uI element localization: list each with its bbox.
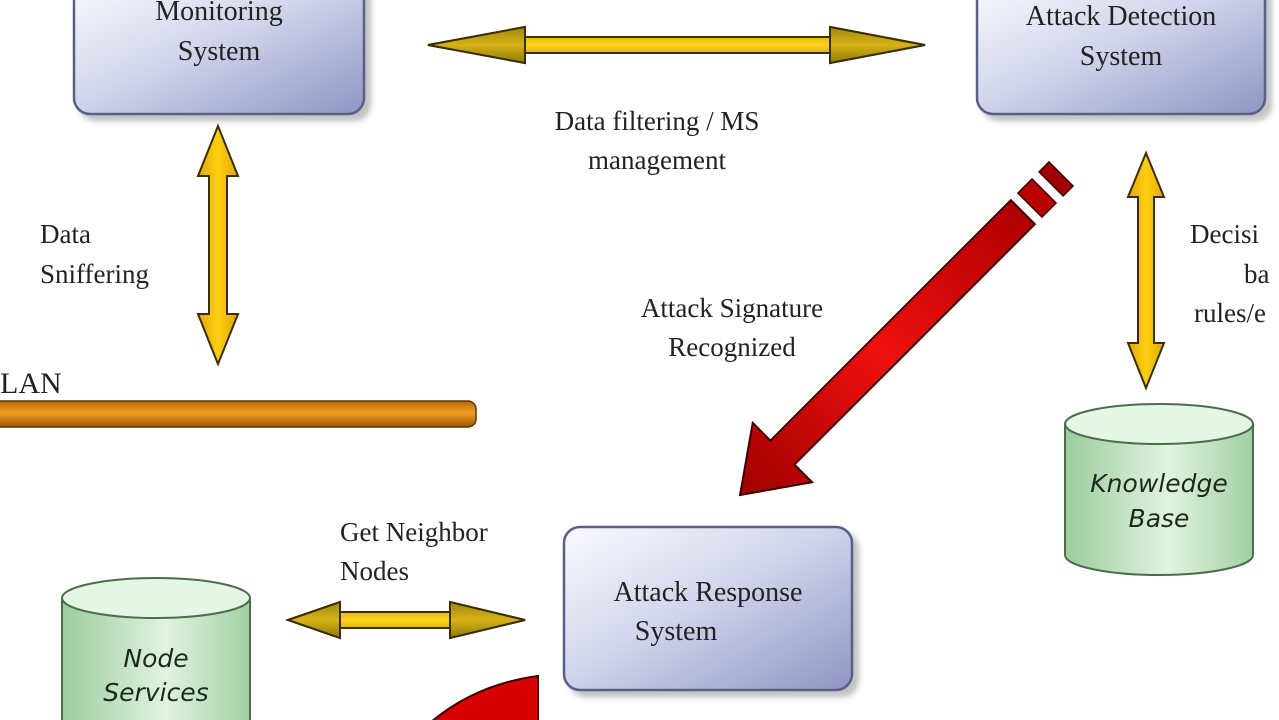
lan-label: LAN (0, 367, 62, 400)
data-filtering-label-1: Data filtering / MS (555, 106, 760, 136)
node-services-label-1: Node (123, 644, 188, 673)
attack-detection-system-label-1: Attack Detection (1026, 1, 1216, 32)
attack-response-system-label-1: Attack Response (614, 577, 803, 608)
data-sniffering-label-2: Sniffering (40, 259, 149, 289)
get-neighbor-label-1: Get Neighbor (340, 517, 488, 547)
monitoring-system-label-2: System (178, 36, 261, 67)
node-services-label-2: Services (103, 678, 208, 707)
knowledge-base-node[interactable]: Knowledge Base (1064, 403, 1254, 576)
monitoring-detection-arrow (427, 25, 926, 65)
attack-response-system-node[interactable]: Attack Response System (562, 525, 854, 692)
monitoring-system-label-1: Monitoring (155, 0, 283, 27)
data-filtering-label-2: management (588, 145, 726, 175)
knowledge-base-label-2: Base (1129, 504, 1190, 533)
get-neighbor-label-2: Nodes (340, 556, 409, 586)
lan-bus (0, 400, 477, 428)
response-action-arrow (431, 674, 539, 720)
data-sniffering-label-1: Data (40, 219, 91, 249)
attack-detection-system-node[interactable]: Attack Detection System (975, 0, 1267, 116)
knowledge-base-label-1: Knowledge (1090, 469, 1227, 498)
response-nodeservices-arrow (284, 600, 526, 640)
attack-signature-label-2: Recognized (668, 332, 796, 362)
attack-detection-system-label-2: System (1080, 41, 1163, 72)
attack-signature-label-1: Attack Signature (641, 293, 823, 323)
monitoring-lan-arrow (196, 123, 240, 367)
node-services-node[interactable]: Node Services (61, 577, 251, 720)
attack-response-system-label-2: System (635, 616, 718, 647)
decision-label-3: rules/e (1194, 298, 1266, 328)
monitoring-system-node[interactable]: Monitoring System (72, 0, 366, 116)
decision-label-1: Decisi (1190, 219, 1259, 249)
detection-knowledge-arrow (1126, 150, 1166, 391)
decision-label-2: ba (1244, 259, 1270, 289)
attack-signature-arrow (738, 160, 1075, 497)
